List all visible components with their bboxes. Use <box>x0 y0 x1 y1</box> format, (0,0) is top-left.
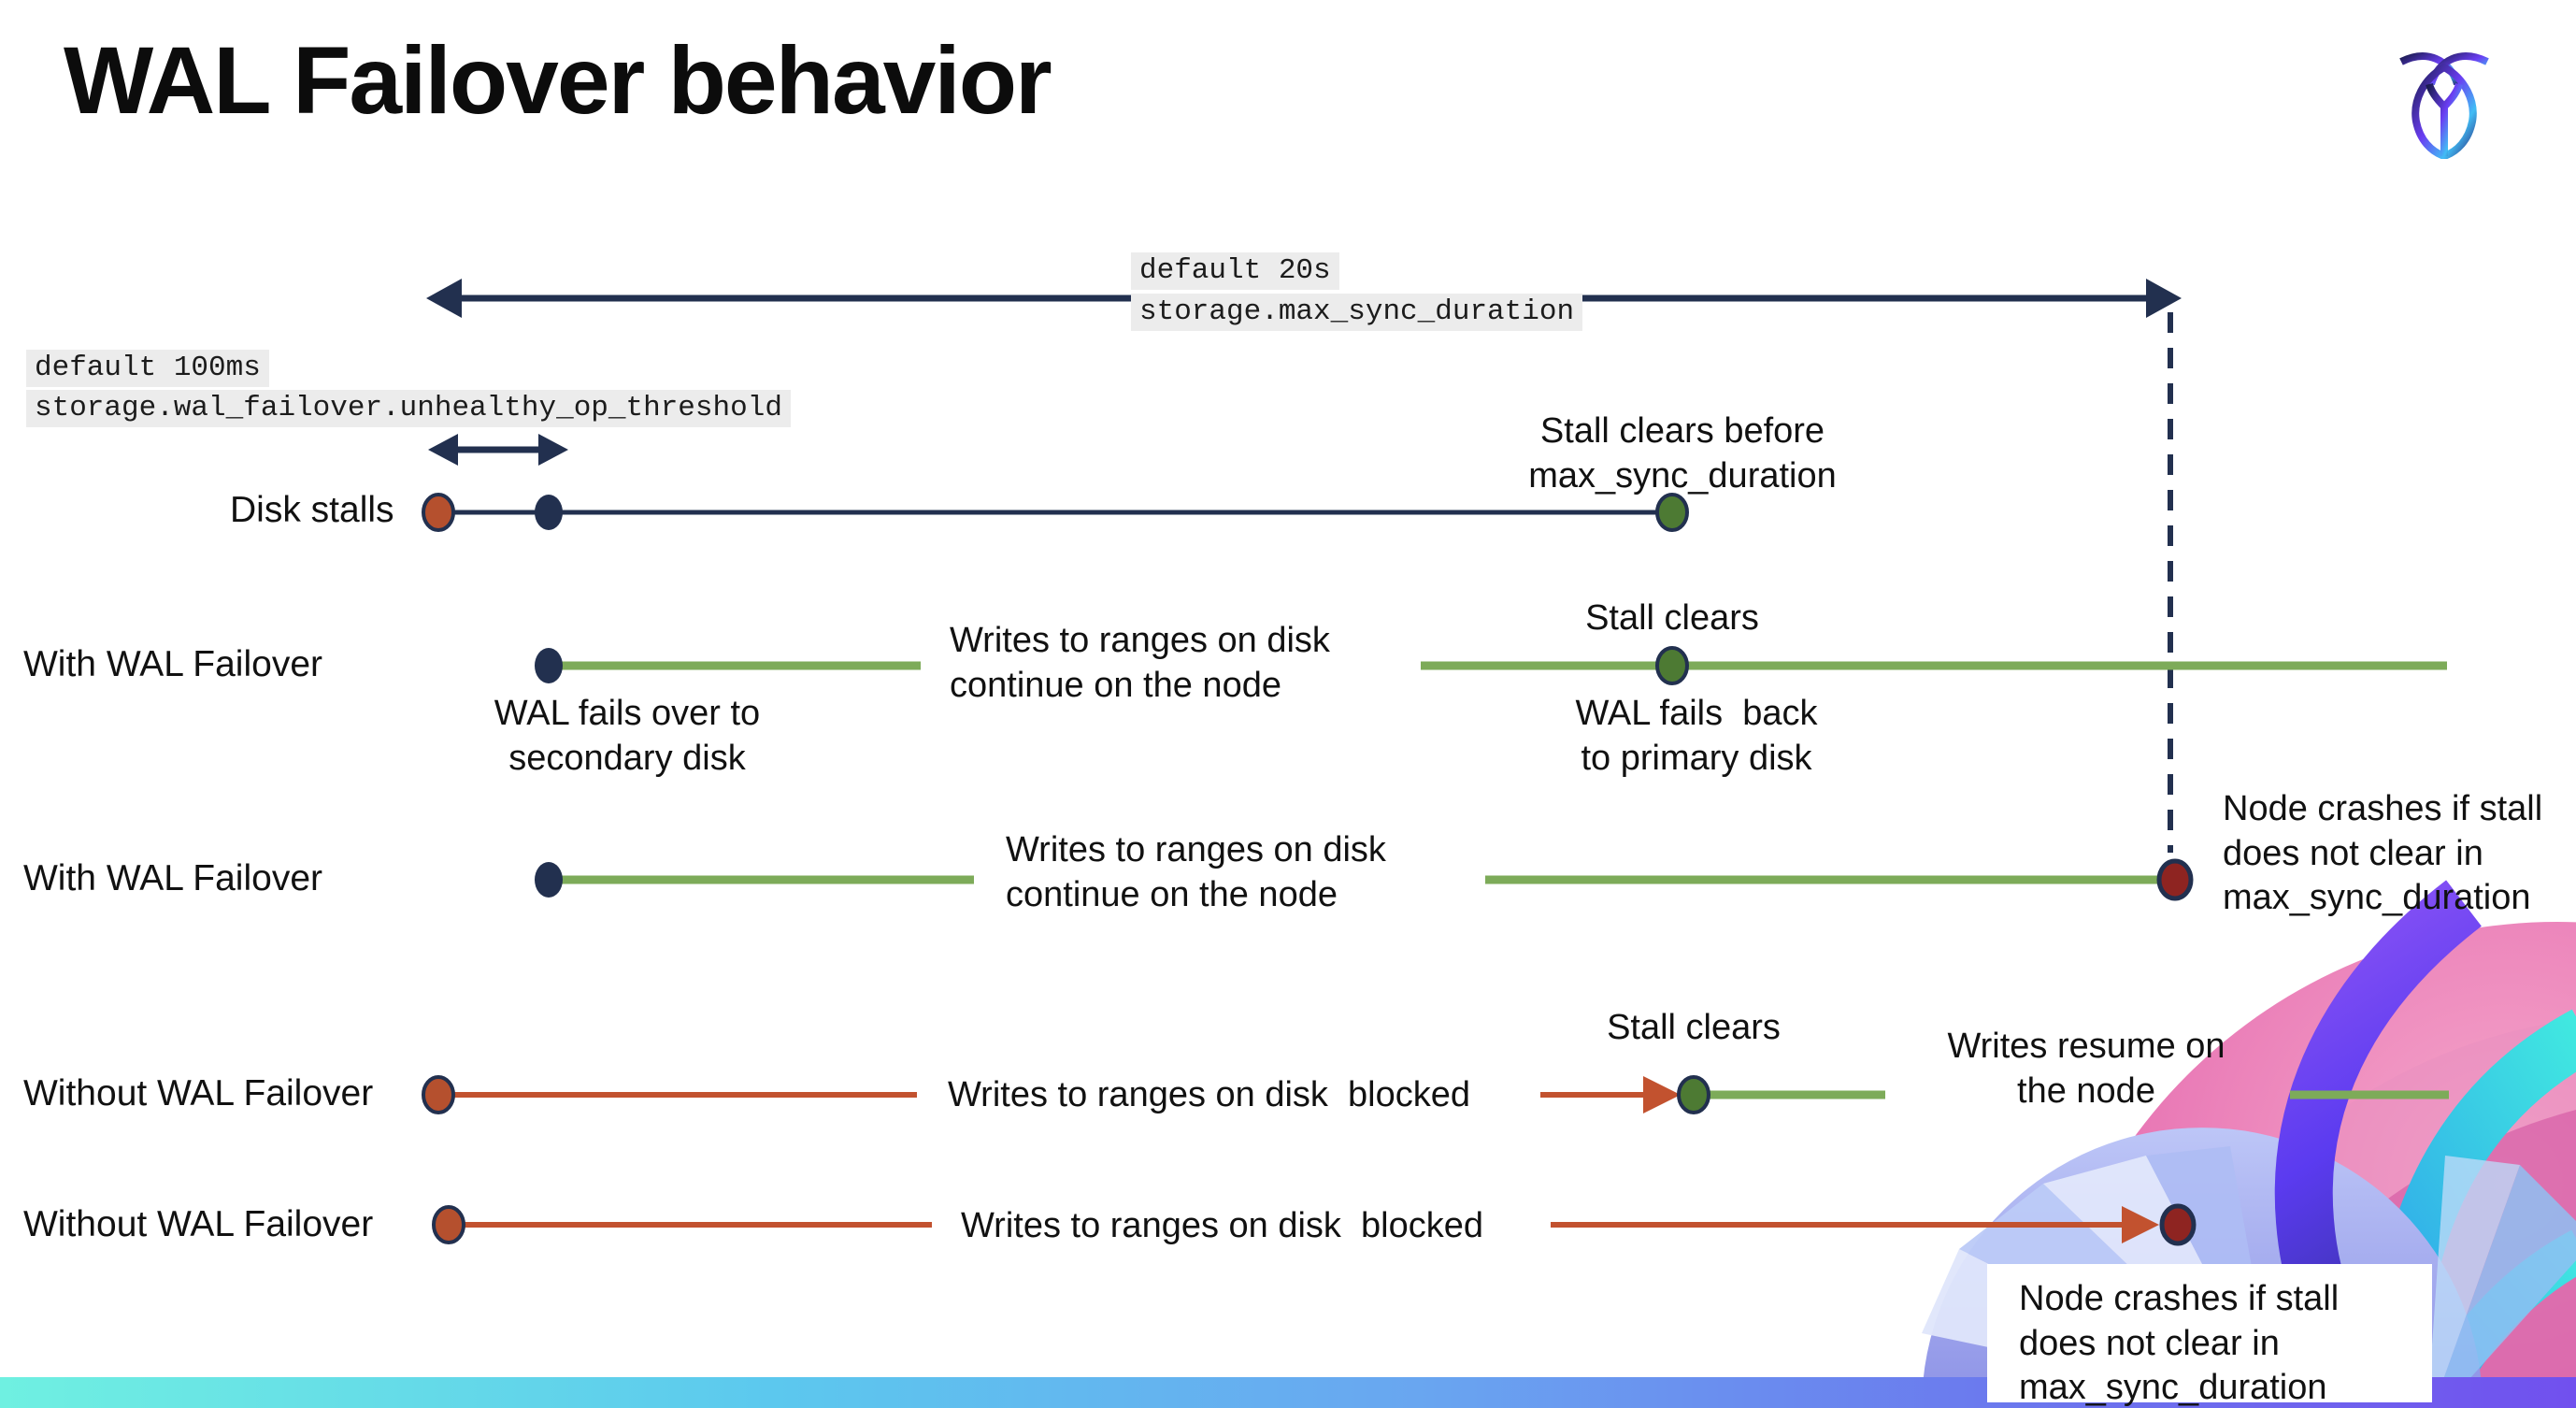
stall-start-dot <box>422 1075 455 1114</box>
failover-dot <box>535 648 563 683</box>
cockroachdb-logo-icon <box>2399 52 2489 159</box>
note-wal-fails-back: WAL fails back to primary disk <box>1575 694 1818 778</box>
note-writes-blocked-1: Writes to ranges on disk blocked <box>948 1075 1471 1114</box>
node-crash-callout-box: Node crashes if stall does not clear in … <box>1987 1264 2432 1407</box>
stall-start-dot <box>422 493 455 532</box>
note-writes-blocked-2: Writes to ranges on disk blocked <box>961 1206 1484 1245</box>
max-sync-default-label: default 20s <box>1131 252 1339 291</box>
arrowhead-left-icon <box>428 434 458 466</box>
timeline-row-without-wal-failover-1 <box>422 1075 2449 1114</box>
stall-clear-dot <box>1677 1075 1710 1114</box>
note-wal-fails-over: WAL fails over to secondary disk <box>494 694 761 778</box>
row-label-with-wal-failover-1: With WAL Failover <box>23 644 322 684</box>
page-title: WAL Failover behavior <box>64 27 1052 134</box>
stall-clear-dot <box>1655 646 1689 685</box>
threshold-dot <box>535 495 563 530</box>
timeline-row-without-wal-failover-2 <box>432 1203 2197 1246</box>
threshold-default-label: default 100ms <box>26 350 269 388</box>
note-stall-clears-before: Stall clears before max_sync_duration <box>1528 411 1837 496</box>
arrowhead-left-icon <box>426 279 462 318</box>
note-node-crashes-1: Node crashes if stall does not clear in … <box>2223 789 2543 917</box>
timeline-row-with-wal-failover-1 <box>535 646 2447 685</box>
stall-start-dot <box>432 1205 465 1244</box>
art-blue-fan <box>2433 1165 2576 1408</box>
note-writes-resume: Writes resume on the node <box>1947 1027 2225 1111</box>
timeline-row-disk-stalls <box>422 493 1689 532</box>
arrowhead-right-icon <box>2122 1206 2159 1243</box>
row-label-without-wal-failover-2: Without WAL Failover <box>23 1204 374 1244</box>
note-writes-continue-2: Writes to ranges on disk continue on the… <box>1006 830 1386 914</box>
row-label-disk-stalls: Disk stalls <box>230 490 394 530</box>
row-label-with-wal-failover-2: With WAL Failover <box>23 858 322 898</box>
art-blue-fan <box>2427 1156 2520 1408</box>
logo-stem <box>2426 82 2463 156</box>
timeline-row-with-wal-failover-2 <box>535 858 2194 901</box>
stall-clear-dot <box>1655 493 1689 532</box>
note-node-crashes-2: Node crashes if stall does not clear in … <box>2019 1279 2340 1407</box>
arrowhead-right-icon <box>2146 279 2182 318</box>
threshold-setting-label: storage.wal_failover.unhealthy_op_thresh… <box>26 390 791 428</box>
node-crash-dot <box>2159 1203 2197 1246</box>
note-stall-clears-1: Stall clears <box>1585 598 1759 638</box>
unhealthy-op-threshold-arrow <box>428 434 568 466</box>
node-crash-dot <box>2156 858 2194 901</box>
arrowhead-right-icon <box>538 434 568 466</box>
note-writes-continue-1: Writes to ranges on disk continue on the… <box>950 621 1330 705</box>
failover-dot <box>535 862 563 898</box>
row-label-without-wal-failover-1: Without WAL Failover <box>23 1073 374 1113</box>
max-sync-setting-label: storage.max_sync_duration <box>1131 294 1583 332</box>
note-stall-clears-2: Stall clears <box>1607 1008 1781 1047</box>
arrowhead-right-icon <box>1643 1076 1681 1113</box>
